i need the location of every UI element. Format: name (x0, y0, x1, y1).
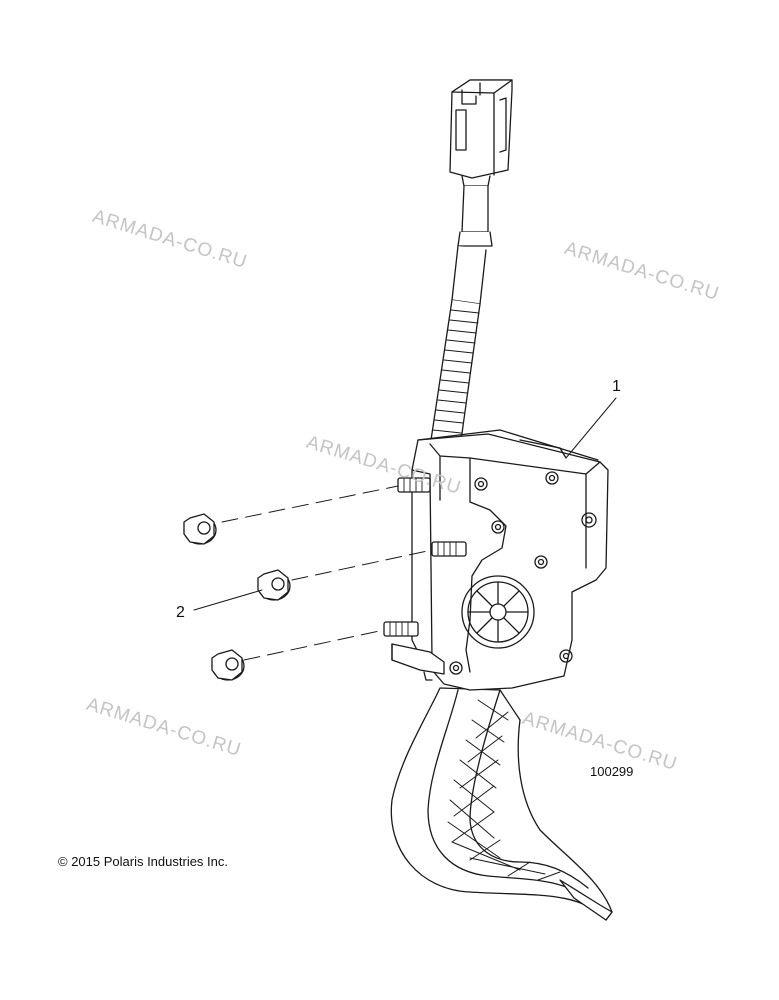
wire-harness (427, 185, 493, 463)
flange-nut-top (183, 513, 217, 545)
copyright: © 2015 Polaris Industries Inc. (58, 854, 228, 869)
flange-nuts (183, 513, 291, 681)
callout-part1: 1 (612, 378, 621, 395)
flange-nut-bottom (211, 649, 245, 681)
mounting-studs (383, 477, 467, 637)
pedal-arm (390, 687, 613, 921)
leader-lines (193, 397, 617, 611)
flange-nut-middle (257, 569, 291, 601)
leader-part1 (565, 397, 617, 459)
electrical-connector (449, 79, 513, 187)
callout-part2: 2 (176, 604, 185, 621)
assembly-lines (221, 485, 433, 661)
leader-part2 (193, 589, 263, 611)
drawing-number: 100299 (590, 764, 634, 779)
pedal-housing (391, 429, 609, 691)
